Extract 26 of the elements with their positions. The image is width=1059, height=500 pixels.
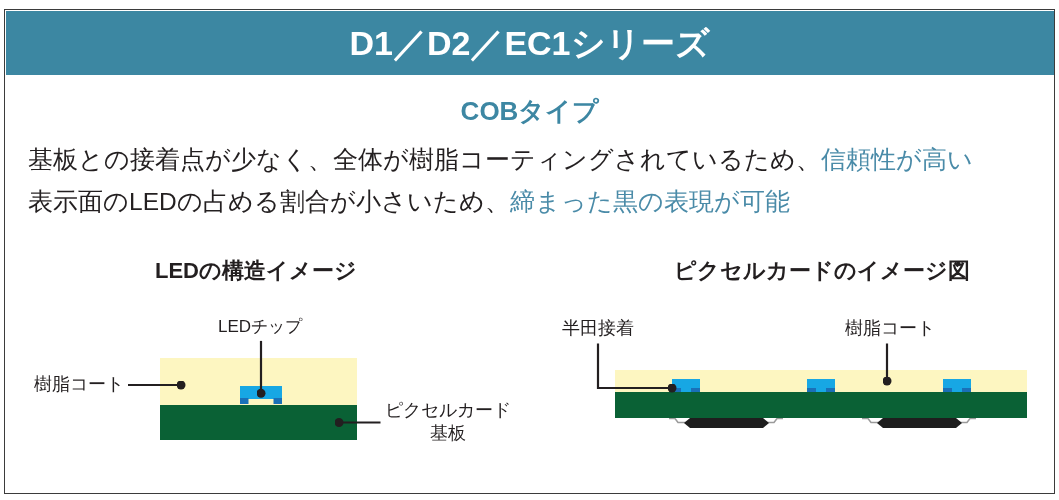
board-layer	[615, 392, 1027, 418]
callout-label: 樹脂コート	[34, 373, 124, 397]
callout-label: 半田接着	[562, 317, 634, 341]
leader-line	[334, 418, 381, 427]
callout-label: 樹脂コート	[845, 317, 935, 341]
body-text: 基板との接着点が少なく、全体が樹脂コーティングされているため、	[28, 146, 821, 174]
body-text: 表示面のLEDの占める割合が小さいため、	[28, 188, 510, 216]
led-chip	[240, 386, 282, 404]
leader-line	[596, 343, 677, 393]
subheading: COBタイプ	[460, 94, 600, 128]
callout-label: ピクセルカード基板	[384, 398, 512, 446]
board-layer	[160, 405, 357, 440]
coating-layer	[160, 358, 357, 405]
callout-label: LEDチップ	[217, 316, 303, 338]
leader-line	[256, 340, 266, 398]
led-chip	[943, 379, 971, 392]
title-bar: D1／D2／EC1シリーズ	[5, 10, 1054, 75]
leader-line	[128, 380, 186, 390]
highlight-text: 締まった黒の表現が可能	[509, 188, 790, 216]
highlight-text: 信頼性が高い	[821, 146, 973, 174]
section-heading: ピクセルカードのイメージ図	[674, 257, 970, 285]
leader-line	[882, 343, 892, 386]
led-chip	[672, 379, 700, 392]
section-heading: LEDの構造イメージ	[155, 257, 357, 285]
led-chip	[807, 379, 835, 392]
coating-layer	[615, 370, 1027, 392]
